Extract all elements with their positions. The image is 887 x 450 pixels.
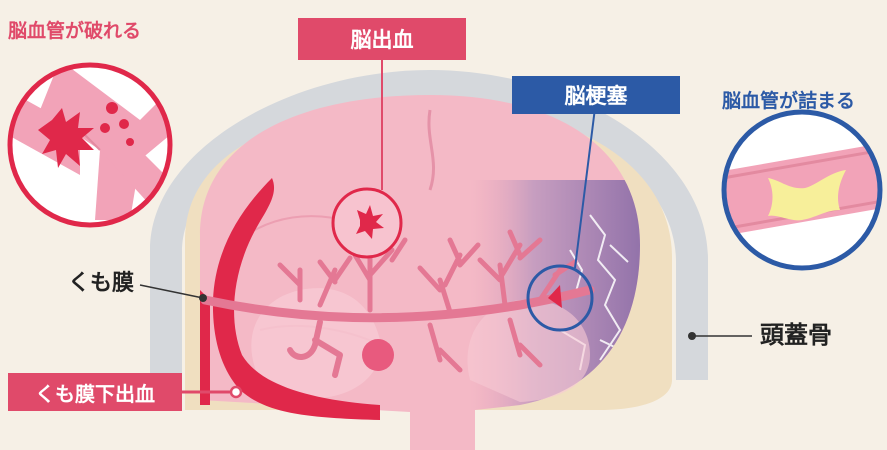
arachnoid-label: くも膜 (68, 273, 134, 295)
subarachnoid-label: くも膜下出血 (35, 378, 155, 407)
hemorrhage-label: 脳出血 (351, 24, 414, 54)
infarction-label-box: 脳梗塞 (512, 76, 680, 114)
hemorrhage-inset (333, 189, 401, 257)
skull-label: 頭蓋骨 (760, 323, 832, 347)
hemorrhage-label-box: 脳出血 (298, 18, 466, 60)
blockage-label: 脳血管が詰まる (722, 92, 855, 111)
subarachnoid-label-box: くも膜下出血 (8, 373, 182, 411)
infarction-label: 脳梗塞 (565, 80, 628, 110)
rupture-label: 脳血管が破れる (8, 22, 141, 41)
blockage-zoom (700, 112, 887, 268)
